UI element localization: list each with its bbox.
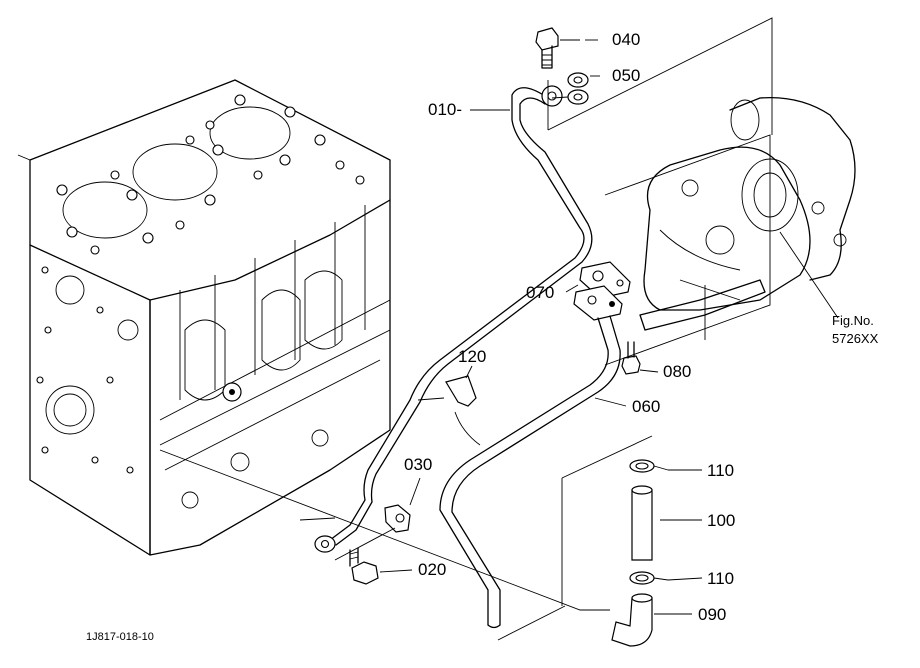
label-040: 040 (612, 30, 640, 49)
label-070: 070 (526, 283, 554, 302)
hose-100 (631, 485, 653, 561)
clip-120 (417, 375, 481, 446)
return-pipe-060 (439, 285, 623, 629)
figure-ref-line1: Fig.No. (832, 313, 874, 328)
clamp-110-upper (629, 459, 669, 473)
bolt-080 (621, 341, 641, 375)
label-090: 090 (698, 605, 726, 624)
elbow-090 (611, 593, 653, 647)
washers-050 (551, 72, 589, 105)
turbocharger (604, 96, 856, 366)
label-120: 120 (458, 347, 486, 366)
label-080: 080 (663, 362, 691, 381)
oil-pipe-010 (314, 85, 593, 553)
label-100: 100 (707, 511, 735, 530)
bolt-040 (535, 27, 559, 69)
drawing-code: 1J817-018-10 (86, 631, 154, 643)
label-030: 030 (404, 455, 432, 474)
label-060: 060 (632, 397, 660, 416)
clamp-110-lower (629, 571, 669, 585)
engine-block (17, 79, 391, 556)
label-010: 010- (428, 100, 462, 119)
figure-ref-line2: 5726XX (832, 331, 879, 346)
label-110-lower: 110 (707, 569, 734, 588)
label-110-upper: 110 (707, 461, 734, 480)
part-labels: 010- 040 050 070 120 080 060 030 020 110… (86, 30, 879, 643)
bracket-030 (384, 504, 411, 533)
label-020: 020 (418, 560, 446, 579)
bolt-020 (349, 547, 379, 585)
label-050: 050 (612, 66, 640, 85)
